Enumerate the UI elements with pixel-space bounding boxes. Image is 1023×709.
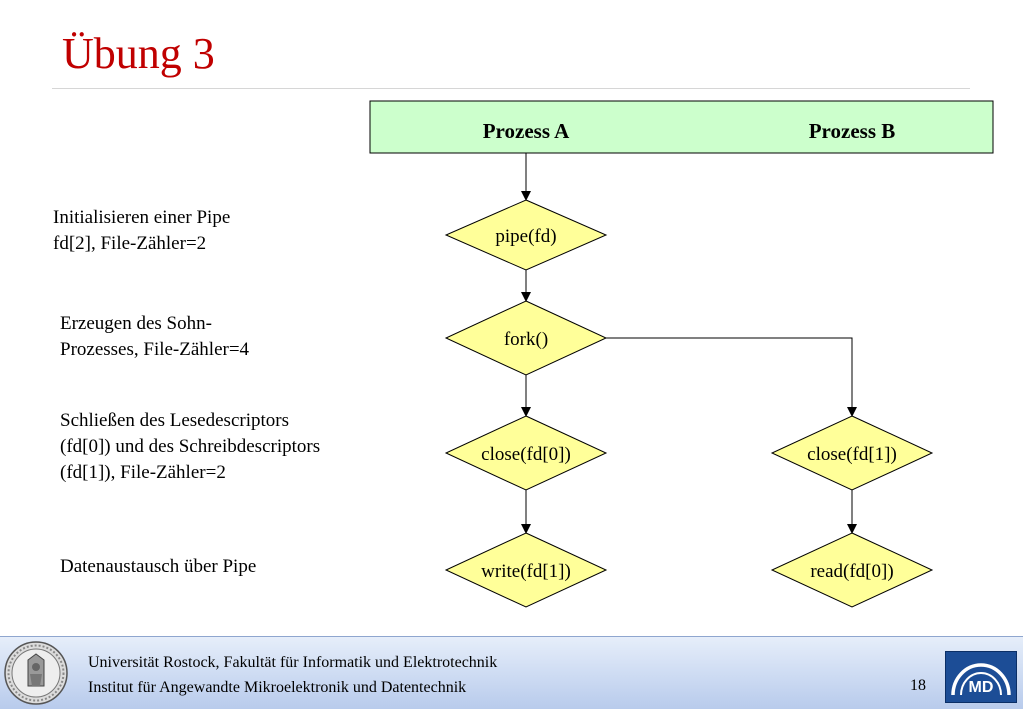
- arrow-fork-to-close-b: [606, 337, 857, 417]
- description-exchange: Datenaustausch über Pipe: [60, 554, 256, 580]
- description-close: Schließen des Lesedescriptors (fd[0]) un…: [60, 408, 320, 486]
- write-decision-node: [444, 532, 608, 608]
- pipe-decision-node: [444, 199, 608, 271]
- md-logo-icon: MD: [945, 651, 1017, 703]
- description-init-line-1: Initialisieren einer Pipe: [53, 207, 231, 228]
- description-init-line-2: fd[2], File-Zähler=2: [53, 233, 207, 254]
- close-a-decision-node: [444, 415, 608, 491]
- footer-university: Universität Rostock, Fakultät für Inform…: [88, 654, 498, 671]
- pipe-node-label: pipe(fd): [495, 226, 556, 247]
- footer-bar: Universität Rostock, Fakultät für Inform…: [0, 636, 1023, 709]
- process-header-bar: [369, 100, 994, 154]
- title-divider: [52, 88, 970, 89]
- description-fork: Erzeugen des Sohn- Prozesses, File-Zähle…: [60, 311, 249, 363]
- md-logo-text: MD: [969, 679, 994, 696]
- read-decision-node: [770, 532, 934, 608]
- description-exchange-line-1: Datenaustausch über Pipe: [60, 556, 257, 577]
- description-init: Initialisieren einer Pipe fd[2], File-Zä…: [53, 205, 230, 257]
- read-node-label: read(fd[0]): [810, 561, 893, 582]
- description-close-line-3: (fd[1]), File-Zähler=2: [60, 462, 226, 483]
- write-node-label: write(fd[1]): [481, 561, 571, 582]
- process-b-label: Prozess B: [809, 119, 896, 143]
- university-seal-icon: [4, 641, 68, 705]
- description-close-line-1: Schließen des Lesedescriptors: [60, 410, 289, 431]
- close-a-node-label: close(fd[0]): [481, 444, 571, 465]
- description-fork-line-2: Prozesses, File-Zähler=4: [60, 339, 250, 360]
- slide-title: Übung 3: [62, 29, 215, 78]
- close-b-decision-node: [770, 415, 934, 491]
- page-number: 18: [910, 677, 926, 694]
- description-fork-line-1: Erzeugen des Sohn-: [60, 313, 212, 334]
- footer-institute: Institut für Angewandte Mikroelektronik …: [88, 679, 467, 696]
- fork-node-label: fork(): [504, 329, 548, 350]
- process-a-label: Prozess A: [483, 119, 570, 143]
- description-close-line-2: (fd[0]) und des Schreibdescriptors: [60, 436, 321, 457]
- fork-decision-node: [444, 300, 608, 376]
- close-b-node-label: close(fd[1]): [807, 444, 897, 465]
- flow-diagram: Prozess A Prozess B pipe(fd) fork() clos…: [369, 100, 994, 608]
